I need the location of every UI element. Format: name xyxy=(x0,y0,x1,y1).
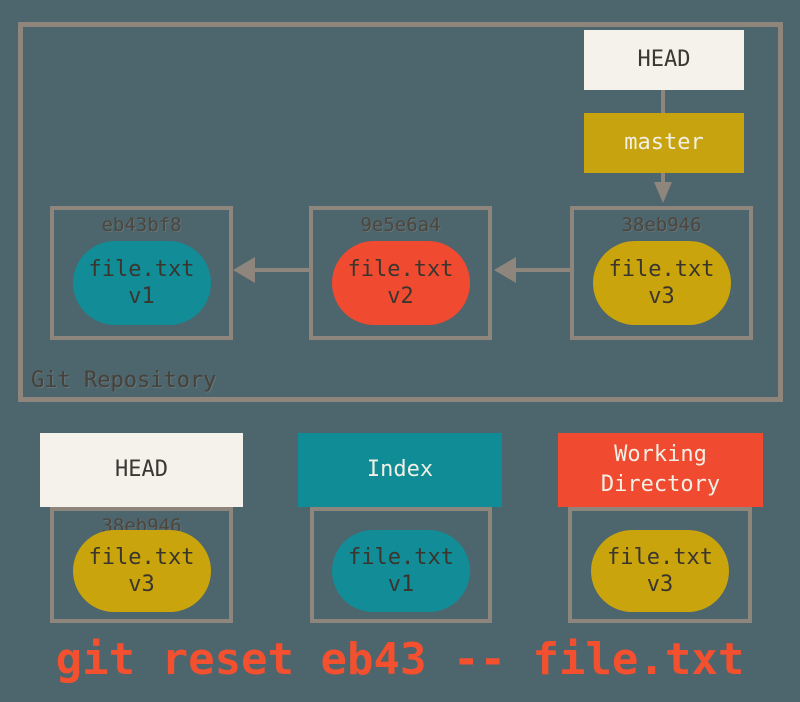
commit2-to-commit1-line xyxy=(255,268,311,272)
working-directory-title: Working Directory xyxy=(600,442,721,497)
head-to-master-line xyxy=(661,90,665,113)
commit-box-38eb946: 38eb946 file.txt v3 xyxy=(570,206,753,340)
git-repository-label: Git Repository xyxy=(31,368,217,393)
index-area-title: Index xyxy=(366,457,434,483)
file-blob-version: v1 xyxy=(387,572,415,597)
git-command-text: git reset eb43 -- file.txt xyxy=(55,634,745,685)
file-blob-name: file.txt xyxy=(348,544,454,570)
file-blob-name: file.txt xyxy=(607,544,713,570)
master-to-commit-line xyxy=(661,173,665,185)
head-pointer-box: HEAD xyxy=(584,30,744,90)
commit-hash: eb43bf8 xyxy=(101,214,182,236)
arrow-left-icon xyxy=(494,257,516,283)
file-blob-name: file.txt xyxy=(88,256,195,282)
file-blob: file.txt v1 xyxy=(72,241,211,325)
file-blob: file.txt v3 xyxy=(592,241,731,325)
working-directory-box: file.txt v3 xyxy=(568,507,752,623)
file-blob-version: v3 xyxy=(648,284,675,309)
working-directory-header: Working Directory xyxy=(558,433,763,507)
file-blob-version: v3 xyxy=(128,572,155,597)
file-blob-version: v2 xyxy=(387,284,414,309)
file-blob: file.txt v3 xyxy=(72,530,211,612)
commit-box-9e5e6a4: 9e5e6a4 file.txt v2 xyxy=(309,206,492,340)
file-blob-name: file.txt xyxy=(88,544,195,570)
index-area-header: Index xyxy=(298,433,502,507)
file-blob: file.txt v3 xyxy=(591,530,729,612)
git-repository-box: Git Repository xyxy=(18,22,783,402)
head-area-title: HEAD xyxy=(115,457,168,483)
file-blob-version: v1 xyxy=(128,284,155,309)
head-area-header: HEAD xyxy=(40,433,243,507)
head-area-box: 38eb946 file.txt v3 xyxy=(50,507,233,623)
arrow-left-icon xyxy=(233,257,255,283)
commit-hash: 38eb946 xyxy=(621,214,702,236)
commit-hash: 9e5e6a4 xyxy=(360,214,441,236)
master-branch-label: master xyxy=(624,130,704,156)
head-pointer-label: HEAD xyxy=(637,47,691,73)
file-blob-version: v3 xyxy=(646,572,674,597)
file-blob-name: file.txt xyxy=(608,256,715,282)
file-blob: file.txt v2 xyxy=(331,241,470,325)
master-branch-box: master xyxy=(584,113,744,173)
file-blob: file.txt v1 xyxy=(332,530,470,612)
arrow-down-icon xyxy=(654,182,672,203)
index-area-box: file.txt v1 xyxy=(310,507,492,623)
file-blob-name: file.txt xyxy=(347,256,454,282)
commit-box-eb43bf8: eb43bf8 file.txt v1 xyxy=(50,206,233,340)
commit3-to-commit2-line xyxy=(516,268,572,272)
